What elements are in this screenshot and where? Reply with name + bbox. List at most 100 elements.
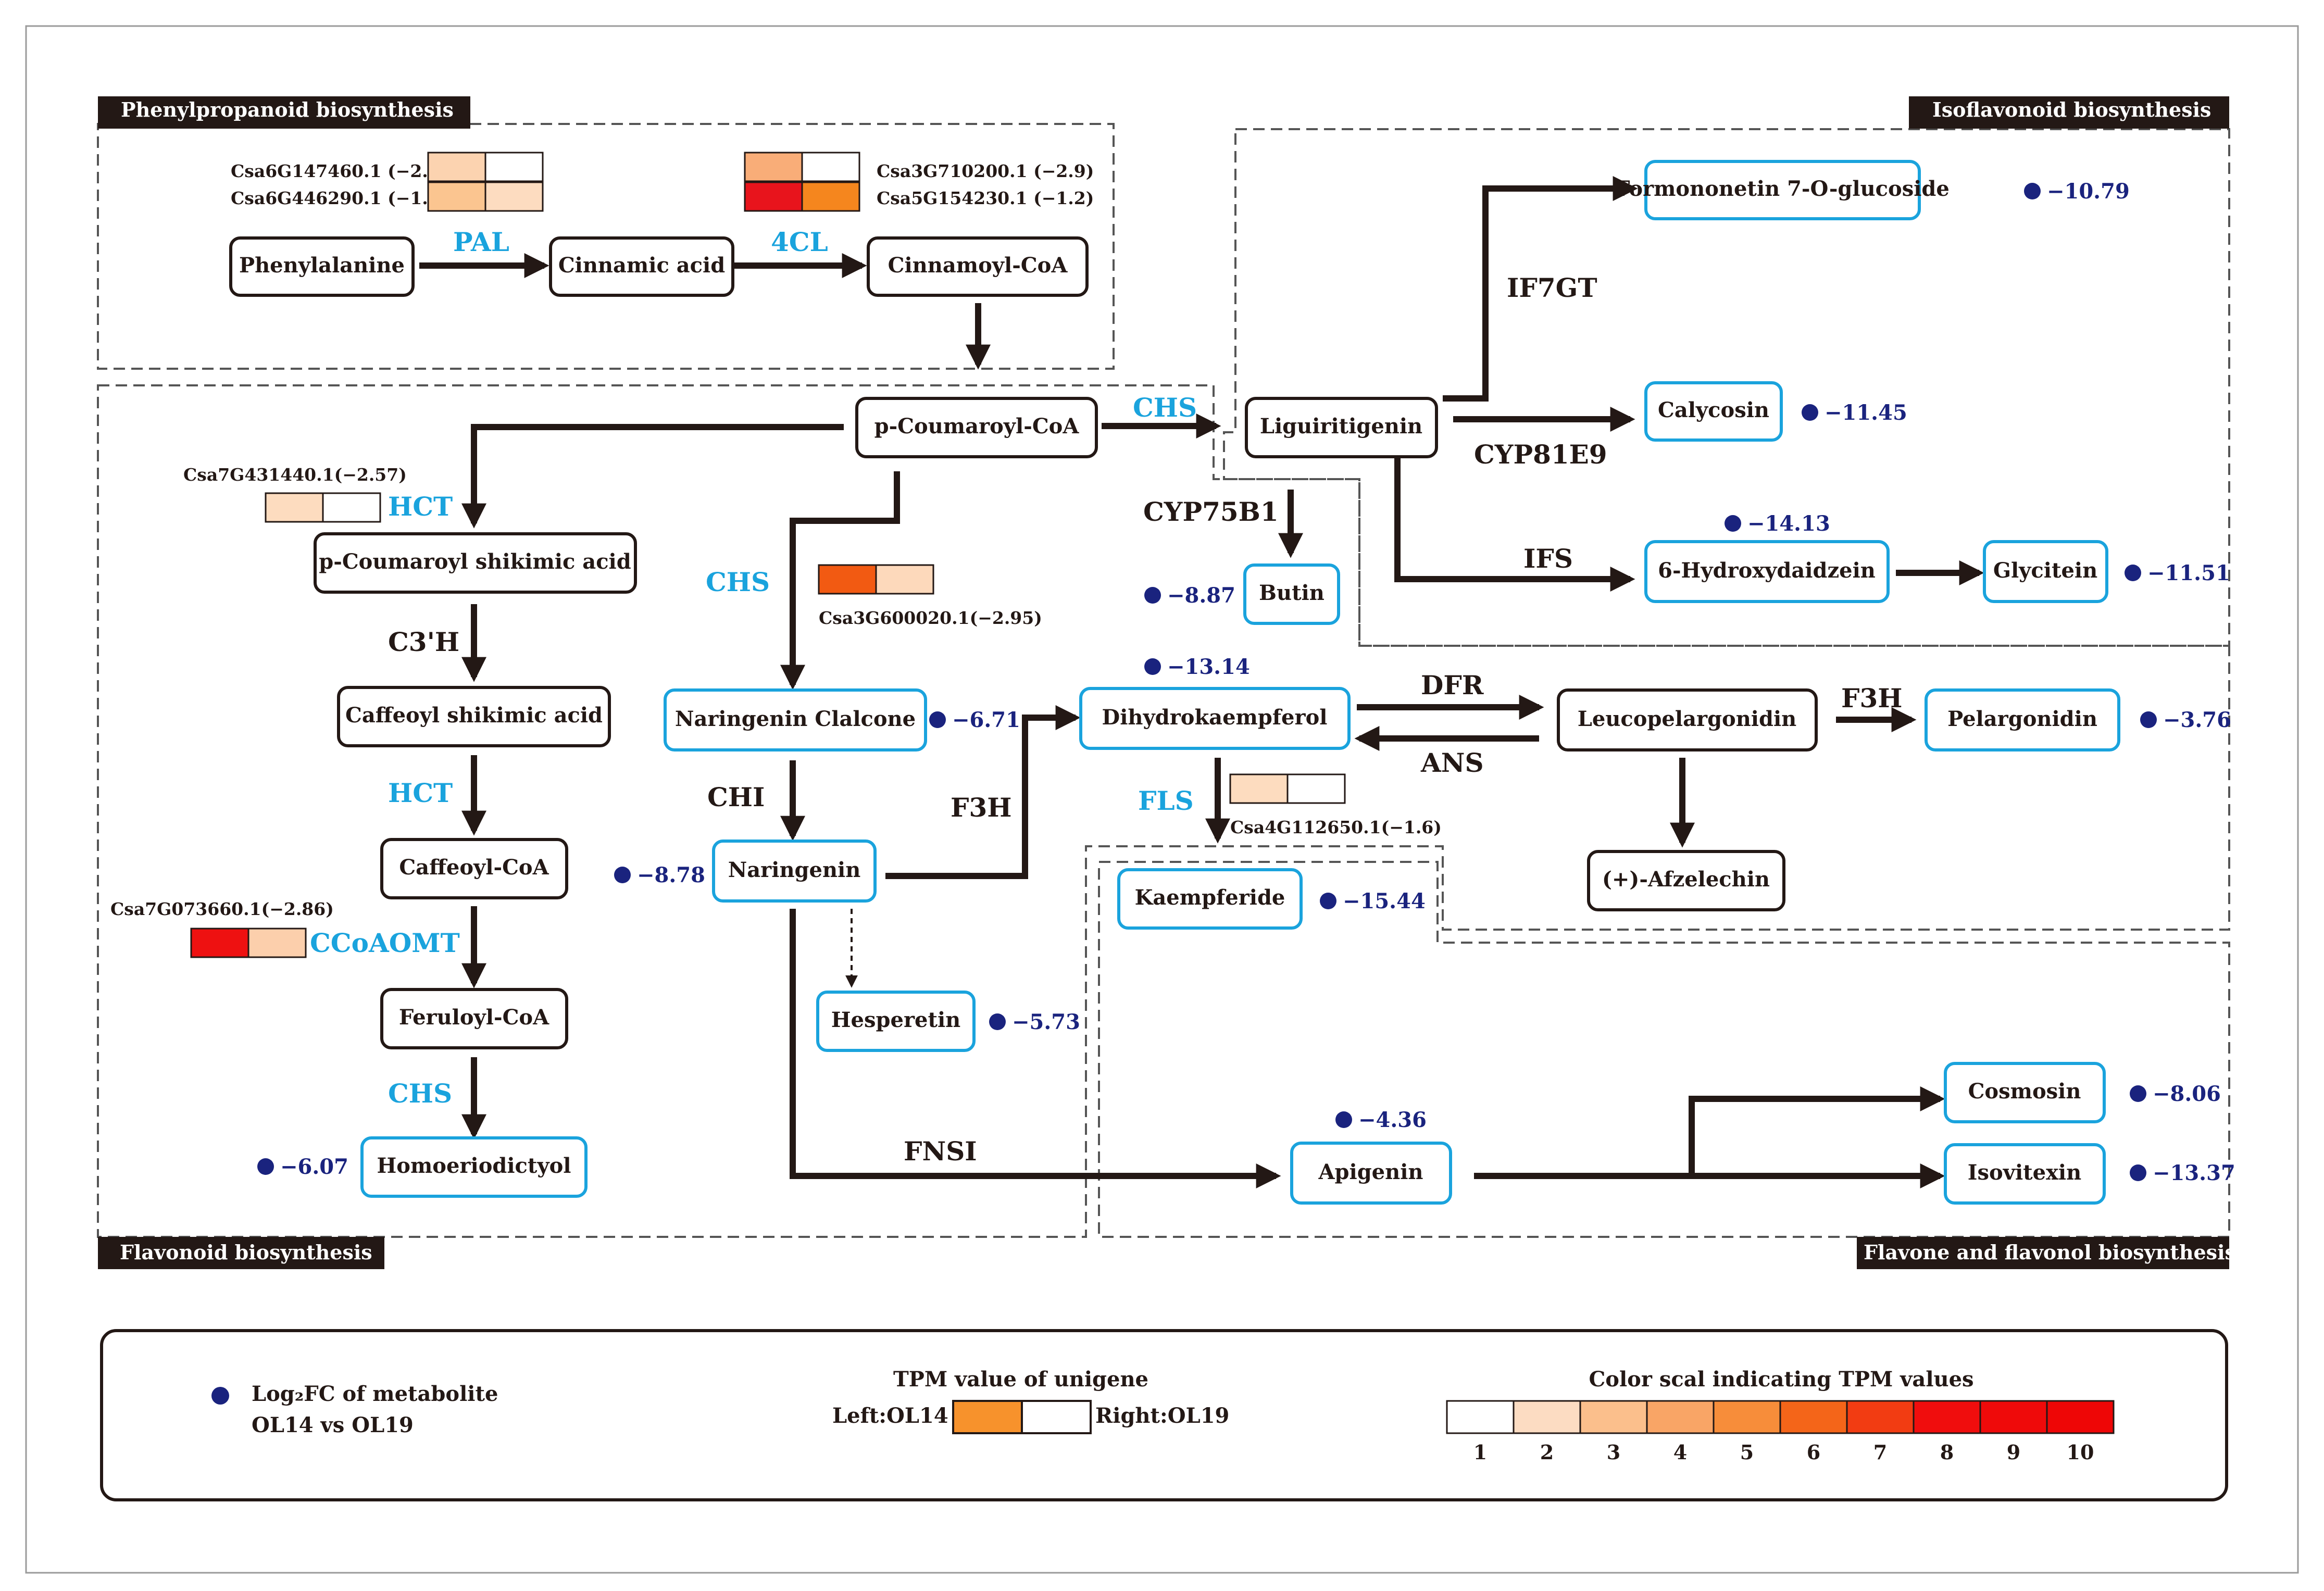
- enzyme-fnsi: FNSI: [904, 1136, 977, 1167]
- compound-6-hydroxydaidzein[interactable]: 6-Hydroxydaidzein: [1644, 540, 1890, 603]
- compound-cinnamoyl-coa[interactable]: Cinnamoyl-CoA: [867, 236, 1089, 297]
- svg-text:Hesperetin: Hesperetin: [831, 1008, 960, 1032]
- region-label-bg-phenylpropanoid: [98, 96, 470, 129]
- enzyme-ccoaomt: CCoAOMT: [310, 928, 460, 958]
- region-label-isoflavonoid: Isoflavonoid biosynthesis: [1932, 98, 2211, 121]
- heatmap-cell-g4-ol14: [744, 181, 803, 212]
- compound-kaempferide[interactable]: Kaempferide: [1117, 868, 1303, 930]
- compound-apigenin[interactable]: Apigenin: [1290, 1142, 1452, 1205]
- svg-text:−3.76: −3.76: [2163, 708, 2231, 732]
- compound-leucopelargonidin[interactable]: Leucopelargonidin: [1557, 688, 1818, 751]
- region-boxes: [97, 123, 2230, 1238]
- svg-text:Homoeriodictyol: Homoeriodictyol: [377, 1154, 571, 1178]
- svg-text:Calycosin: Calycosin: [1658, 398, 1769, 422]
- compound-cinnamic-acid[interactable]: Cinnamic acid: [549, 236, 734, 297]
- fc-cosmosin: −8.06: [2130, 1082, 2221, 1106]
- scale-tick-8: 8: [1940, 1440, 1954, 1464]
- region-flavone-box: [1098, 861, 2230, 1238]
- compound-boxes: Phenylalanine Cinnamic acid Cinnamoyl-Co…: [229, 160, 2120, 1205]
- svg-text:Leucopelargonidin: Leucopelargonidin: [1578, 707, 1796, 731]
- svg-text:Cinnamoyl-CoA: Cinnamoyl-CoA: [888, 253, 1068, 278]
- compound-formononetin[interactable]: Formononetin 7-O-glucoside: [1615, 160, 1950, 220]
- compound-pelargonidin[interactable]: Pelargonidin: [1925, 688, 2120, 751]
- region-label-flavone: Flavone and flavonol biosynthesis: [1864, 1241, 2236, 1264]
- legend-left-swatch: [952, 1400, 1023, 1434]
- compound-glycitein[interactable]: Glycitein: [1983, 540, 2108, 603]
- heatmap-cell-g8-ol19: [1286, 773, 1346, 804]
- heatmap-cell-g2-ol14: [427, 181, 486, 212]
- compound-feruloyl-coa[interactable]: Feruloyl-CoA: [380, 988, 568, 1049]
- svg-text:Pelargonidin: Pelargonidin: [1947, 707, 2097, 731]
- compound-naringenin-chalcone[interactable]: Naringenin Clalcone: [664, 688, 927, 751]
- compound-dihydrokaempferol[interactable]: Dihydrokaempferol: [1079, 687, 1351, 750]
- enzyme-c3h: C3'H: [388, 627, 459, 657]
- fc-pelargonidin: −3.76: [2140, 708, 2231, 732]
- svg-text:−8.87: −8.87: [1167, 583, 1235, 608]
- fc-calycosin: −11.45: [1802, 400, 1907, 425]
- compound-homoeriodictyol[interactable]: Homoeriodictyol: [360, 1136, 588, 1198]
- svg-text:p-Coumaroyl-CoA: p-Coumaroyl-CoA: [874, 414, 1080, 439]
- fc-kaempferide: −15.44: [1320, 889, 1426, 913]
- enzyme-f3h-mid: F3H: [951, 792, 1012, 823]
- heatmap-cell-g2-ol19: [484, 181, 544, 212]
- scale-tick-3: 3: [1607, 1440, 1620, 1464]
- region-label-bg-flavonoid: [98, 1237, 384, 1269]
- compound-afzelechin[interactable]: (+)-Afzelechin: [1587, 850, 1785, 911]
- svg-text:Phenylalanine: Phenylalanine: [239, 253, 405, 278]
- arrow-apigenin-cosmosin: [1689, 1086, 1945, 1176]
- gene-label-8: Csa4G112650.1(−1.6): [1230, 817, 1442, 837]
- region-flavonoid-box: [97, 384, 2230, 1238]
- compound-isovitexin[interactable]: Isovitexin: [1944, 1143, 2106, 1205]
- fc-isovitexin: −13.37: [2130, 1161, 2235, 1185]
- svg-text:Feruloyl-CoA: Feruloyl-CoA: [399, 1005, 549, 1030]
- arrow-naringenin-apigenin: [790, 909, 1281, 1188]
- compound-butin[interactable]: Butin: [1243, 563, 1340, 625]
- outer-frame: [25, 25, 2299, 1574]
- scale-cell-4: [1646, 1400, 1715, 1434]
- svg-text:−14.13: −14.13: [1747, 511, 1830, 536]
- heatmap-cell-g8-ol14: [1229, 773, 1289, 804]
- compound-p-coumaroyl-shikimic-acid[interactable]: p-Coumaroyl shikimic acid: [314, 532, 637, 594]
- region-label-phenylpropanoid: Phenylpropanoid biosynthesis: [121, 98, 454, 121]
- svg-text:Glycitein: Glycitein: [1993, 558, 2097, 583]
- fc-dihydrokaempferol: −13.14: [1144, 655, 1250, 679]
- legend-metabolite-dot: [211, 1387, 229, 1405]
- compound-cosmosin[interactable]: Cosmosin: [1944, 1062, 2106, 1123]
- fc-naringenin: −8.78: [614, 863, 705, 887]
- compound-caffeoyl-shikimic-acid[interactable]: Caffeoyl shikimic acid: [337, 686, 611, 747]
- arrows: [419, 176, 1984, 1188]
- svg-text:−4.36: −4.36: [1358, 1108, 1427, 1132]
- enzyme-ans: ANS: [1420, 747, 1484, 778]
- enzyme-hct-1: HCT: [388, 491, 453, 522]
- compound-caffeoyl-coa[interactable]: Caffeoyl-CoA: [380, 838, 568, 899]
- svg-text:Dihydrokaempferol: Dihydrokaempferol: [1102, 705, 1328, 730]
- heatmap-cell-g3-ol14: [744, 152, 803, 182]
- svg-text:−8.06: −8.06: [2153, 1082, 2221, 1106]
- svg-text:p-Coumaroyl shikimic acid: p-Coumaroyl shikimic acid: [319, 549, 631, 574]
- compound-hesperetin[interactable]: Hesperetin: [816, 991, 976, 1052]
- compound-liquiritigenin[interactable]: Liguiritigenin: [1245, 397, 1438, 458]
- gene-label-7: Csa7G073660.1(−2.86): [110, 899, 334, 919]
- gene-heatmaps: [190, 152, 1346, 958]
- enzyme-chs-left: CHS: [388, 1078, 452, 1109]
- svg-text:Naringenin: Naringenin: [728, 858, 861, 882]
- enzyme-cyp81e9: CYP81E9: [1474, 439, 1607, 470]
- svg-text:Cinnamic acid: Cinnamic acid: [558, 253, 725, 278]
- scale-tick-6: 6: [1807, 1440, 1820, 1464]
- heatmap-cell-g6-ol19: [875, 564, 934, 595]
- enzyme-chs-mid: CHS: [706, 567, 770, 597]
- compound-phenylalanine[interactable]: Phenylalanine: [229, 236, 415, 297]
- gene-label-6: Csa3G600020.1(−2.95): [819, 608, 1042, 628]
- svg-text:Isovitexin: Isovitexin: [1968, 1160, 2081, 1185]
- enzyme-fls: FLS: [1138, 785, 1194, 816]
- scale-cell-3: [1579, 1400, 1648, 1434]
- legend-right-swatch: [1021, 1400, 1092, 1434]
- scale-tick-1: 1: [1473, 1440, 1487, 1464]
- compound-p-coumaroyl-coa[interactable]: p-Coumaroyl-CoA: [855, 397, 1098, 458]
- gene-label-4: Csa5G154230.1 (−1.2): [877, 188, 1094, 208]
- compound-naringenin[interactable]: Naringenin: [712, 840, 877, 903]
- compound-calycosin[interactable]: Calycosin: [1644, 381, 1783, 442]
- heatmap-cell-g4-ol19: [801, 181, 860, 212]
- svg-text:Caffeoyl-CoA: Caffeoyl-CoA: [399, 855, 549, 880]
